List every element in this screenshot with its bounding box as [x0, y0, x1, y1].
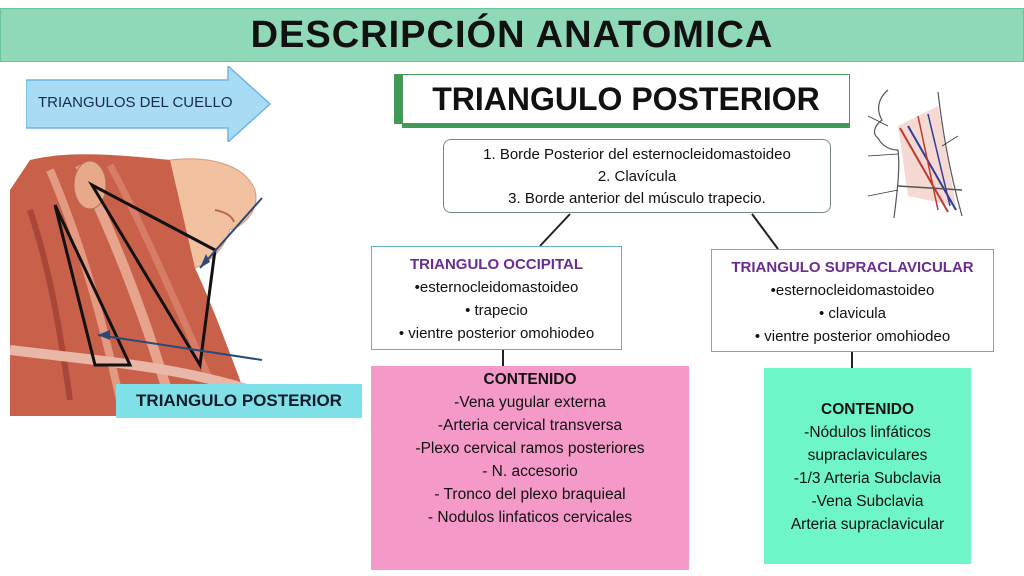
- content-line: -Plexo cervical ramos posteriores: [415, 440, 645, 457]
- title-bar: DESCRIPCIÓN ANATOMICA: [0, 8, 1024, 62]
- border-item-2: 2. Clavícula: [597, 168, 677, 185]
- section-title-box: TRIANGULO POSTERIOR: [402, 74, 850, 124]
- occipital-item: •esternocleidomastoideo: [414, 279, 579, 296]
- supraclavicular-item: • clavicula: [819, 305, 886, 322]
- content-heading: CONTENIDO: [483, 371, 577, 388]
- arrow-label: TRIANGULOS DEL CUELLO: [38, 94, 233, 111]
- section-title: TRIANGULO POSTERIOR: [432, 80, 820, 117]
- supraclavicular-title: TRIANGULO SUPRACLAVICULAR: [731, 259, 974, 276]
- occipital-title: TRIANGULO OCCIPITAL: [409, 256, 584, 273]
- content-line: -Nódulos linfáticos: [804, 424, 931, 441]
- border-item-1: 1. Borde Posterior del esternocleidomast…: [483, 146, 791, 163]
- arrow-shape: [26, 66, 272, 142]
- supraclavicular-item: • vientre posterior omohiodeo: [754, 328, 951, 345]
- occipital-item: • vientre posterior omohiodeo: [398, 325, 595, 342]
- content-occipital-box: CONTENIDO -Vena yugular externa -Arteria…: [371, 366, 689, 570]
- arrow-callout: TRIANGULOS DEL CUELLO: [26, 66, 272, 142]
- neck-anatomy-illustration: [10, 154, 263, 416]
- supraclavicular-triangle-box: TRIANGULO SUPRACLAVICULAR •esternocleido…: [711, 249, 994, 352]
- borders-box: 1. Borde Posterior del esternocleidomast…: [443, 139, 831, 213]
- content-supraclavicular-box: CONTENIDO -Nódulos linfáticos supraclavi…: [764, 368, 971, 564]
- occipital-triangle-box: TRIANGULO OCCIPITAL •esternocleidomastoi…: [371, 246, 622, 350]
- content-line: supraclaviculares: [807, 447, 928, 464]
- content-heading: CONTENIDO: [821, 401, 914, 418]
- supraclavicular-item: •esternocleidomastoideo: [770, 282, 935, 299]
- content-line: -Vena yugular externa: [454, 394, 606, 411]
- neck-triangles-diagram: [867, 89, 963, 219]
- content-line: - Nodulos linfaticos cervicales: [427, 509, 633, 526]
- content-line: - N. accesorio: [482, 463, 578, 480]
- content-line: Arteria supraclavicular: [790, 516, 945, 533]
- content-line: -Arteria cervical transversa: [437, 417, 623, 434]
- illustration-label: TRIANGULO POSTERIOR: [116, 384, 362, 418]
- page-title: DESCRIPCIÓN ANATOMICA: [250, 13, 774, 56]
- border-item-3: 3. Borde anterior del músculo trapecio.: [508, 190, 766, 207]
- content-line: - Tronco del plexo braquieal: [434, 486, 626, 503]
- content-line: -Vena Subclavia: [811, 493, 924, 510]
- occipital-item: • trapecio: [465, 302, 528, 319]
- content-line: -1/3 Arteria Subclavia: [793, 470, 942, 487]
